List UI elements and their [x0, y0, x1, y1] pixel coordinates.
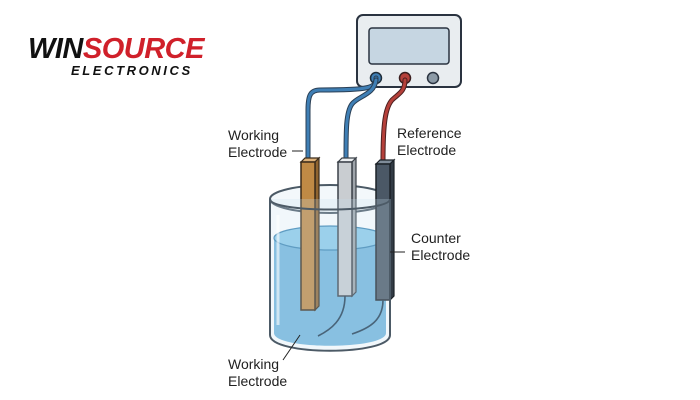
- label-reference-electrode: Reference Electrode: [397, 125, 462, 159]
- electrode-middle: [336, 156, 358, 298]
- potentiostat: [356, 14, 462, 88]
- logo-win: WIN: [28, 33, 83, 65]
- submerged-wires: [317, 295, 384, 337]
- label-line: Electrode: [411, 247, 471, 263]
- label-line: Electrode: [228, 373, 288, 389]
- label-working-electrode-top: Working Electrode: [228, 127, 287, 161]
- label-line: Counter: [411, 230, 461, 246]
- label-working-electrode-bottom: Working Electrode: [228, 356, 287, 390]
- label-line: Reference: [397, 125, 462, 141]
- label-line: Working: [228, 356, 280, 372]
- electrode-working: [299, 156, 321, 312]
- label-line: Working: [228, 127, 280, 143]
- label-line: Electrode: [228, 144, 288, 160]
- beaker-glass: [269, 199, 391, 352]
- terminal-grey: [426, 71, 440, 85]
- wires: [305, 75, 408, 165]
- label-counter-electrode: Counter Electrode: [411, 230, 470, 264]
- brand-logo: WINSOURCE ELECTRONICS: [28, 34, 238, 78]
- leader-lines: [282, 150, 405, 361]
- logo-electronics: ELECTRONICS: [71, 63, 193, 78]
- logo-source: SOURCE: [82, 33, 205, 65]
- logo-wordmark: WINSOURCE: [28, 34, 204, 64]
- instrument-screen: [368, 27, 450, 65]
- label-line: Electrode: [397, 142, 457, 158]
- wire-middle: [343, 77, 379, 163]
